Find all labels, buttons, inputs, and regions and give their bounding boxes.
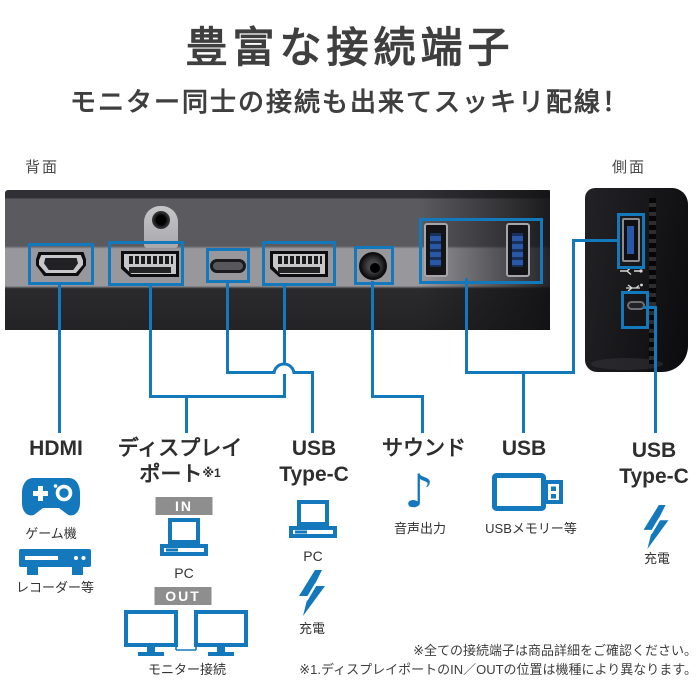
usb-trident-icon	[626, 283, 643, 292]
connector-line-dp1	[149, 283, 152, 398]
recorder-icon	[19, 549, 91, 575]
line-hop-arc	[272, 362, 296, 375]
connector-line-usb-drop	[522, 371, 525, 433]
hdmi-port	[36, 252, 86, 276]
recorder-caption: レコーダー等	[15, 580, 95, 595]
music-note-icon: ♪	[404, 464, 434, 518]
displayport1-highlight-box	[108, 241, 184, 286]
usb-label: USB	[501, 437, 547, 460]
gamepad-icon	[22, 478, 80, 516]
audio-highlight-box	[354, 246, 394, 285]
back-view-label: 背面	[25, 159, 60, 176]
footnote-2: ※1.ディスプレイポートのIN／OUTの位置は機種により異なります。	[299, 662, 697, 677]
displayport-label-line1: ディスプレイ	[117, 437, 243, 460]
connector-line-audio-h	[371, 395, 424, 398]
usb-memory-icon	[492, 473, 563, 511]
pc-in-caption: PC	[174, 565, 194, 581]
lightning-icon	[643, 505, 669, 549]
connector-line-usb-right	[572, 239, 575, 374]
usb-a-port-2	[506, 223, 530, 277]
usbc-side-label-line1: USB	[631, 439, 677, 462]
footnotes: ※全ての接続端子は商品詳細をご確認ください。 ※1.ディスプレイポートのIN／O…	[299, 641, 697, 679]
connector-line-usbc-drop	[311, 371, 314, 433]
charge-side-caption: 充電	[643, 551, 671, 566]
usbc-back-label-line1: USB	[291, 437, 337, 460]
usb-a-port-side	[622, 218, 640, 262]
connector-line-dp-drop	[185, 395, 188, 433]
usbc-back-label-line2: Type-C	[279, 463, 349, 486]
in-badge: IN	[155, 497, 213, 515]
page-title: 豊富な接続端子	[185, 24, 515, 71]
usbc-side-highlight-box	[621, 291, 649, 329]
audio-out-caption: 音声出力	[393, 521, 447, 536]
hdmi-highlight-box	[28, 243, 94, 285]
displayport-port-2	[270, 251, 328, 277]
laptop-icon	[160, 518, 208, 556]
connector-line-side-usbc-drop	[654, 306, 657, 433]
audio-jack-port	[359, 252, 387, 280]
usb-type-c-port-back	[210, 259, 246, 273]
sound-label: サウンド	[382, 437, 466, 460]
side-view-label: 側面	[612, 159, 647, 176]
connector-line-side-usba	[575, 239, 617, 242]
connector-line-audio	[371, 281, 374, 398]
usbc-side-label-line2: Type-C	[619, 465, 689, 488]
page-subtitle: モニター同士の接続も出来てスッキリ配線！	[69, 87, 630, 117]
connector-line-dp-join	[149, 395, 286, 398]
usb-type-c-port-side	[627, 301, 645, 310]
out-badge: OUT	[154, 587, 212, 605]
connector-line-usbc	[226, 280, 229, 374]
connector-line-usbc-h1	[226, 371, 277, 374]
usb-a-port-1	[424, 223, 448, 277]
usbc-back-highlight-box	[206, 248, 250, 283]
lightning-icon	[299, 570, 325, 616]
game-caption: ゲーム機	[25, 526, 77, 541]
usbc-side-label: USB Type-C	[619, 438, 689, 490]
dual-monitor-icon	[124, 610, 248, 656]
displayport-label-line2: ポート※1	[139, 463, 221, 486]
monitor-caption: モニター接続	[147, 662, 227, 677]
displayport-port-1	[121, 251, 179, 277]
connector-line-usbc-h2	[291, 371, 314, 374]
usb-pair-highlight-box	[419, 218, 543, 284]
charge-typec-caption: 充電	[298, 621, 326, 636]
cable-hole	[152, 211, 170, 229]
vent-slots	[649, 198, 656, 364]
connector-line-usb-join	[465, 371, 575, 374]
displayport-label: ディスプレイ ポート※1	[118, 436, 243, 488]
connector-line-hdmi	[58, 282, 61, 433]
connector-line-audio-drop	[421, 395, 424, 433]
usbc-back-label: USB Type-C	[279, 436, 349, 488]
pc-typec-caption: PC	[303, 548, 323, 564]
displayport2-highlight-box	[262, 241, 336, 286]
footnote-1: ※全ての接続端子は商品詳細をご確認ください。	[413, 643, 697, 658]
connector-line-side-usbc-h	[643, 306, 657, 309]
usba-side-highlight-box	[617, 213, 645, 269]
connector-line-usb-left	[465, 278, 468, 374]
laptop-icon	[289, 500, 337, 538]
usb-memory-caption: USBメモリー等	[485, 521, 577, 536]
footnote-mark: ※1	[202, 466, 221, 480]
hdmi-label: HDMI	[29, 437, 83, 460]
connector-line-dp2	[283, 283, 286, 398]
